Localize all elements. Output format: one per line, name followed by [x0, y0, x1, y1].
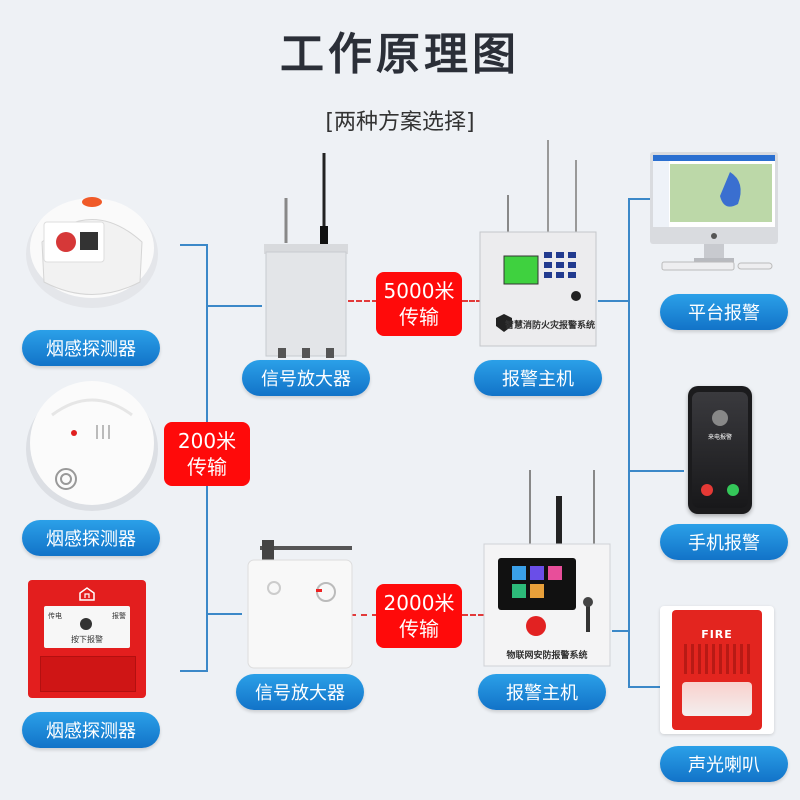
transmission-200-badge: 200米 传输 — [164, 422, 250, 486]
alarm-host-bottom — [483, 470, 611, 667]
connector-left-top — [180, 244, 208, 246]
transmission-5000-line2: 传输 — [399, 305, 439, 329]
phone-screen: 来电报警 — [692, 392, 748, 508]
detector-label-1: 烟感探测器 — [22, 330, 160, 366]
call-point-text-left: 传电 — [48, 612, 62, 620]
transmission-5000-line1: 5000米 — [383, 279, 455, 303]
smoke-detector-2 — [26, 381, 158, 511]
accept-call-button[interactable] — [727, 484, 739, 496]
alarm-host-bottom-panel-text: 物联网安防报警系统 — [506, 651, 588, 661]
mobile-phone: 来电报警 — [688, 386, 752, 514]
output-label-platform: 平台报警 — [660, 294, 788, 330]
connector-from-bottom-host — [612, 630, 630, 632]
detector-label-3: 烟感探测器 — [22, 712, 160, 748]
host-label-bottom: 报警主机 — [478, 674, 606, 710]
dash-top-right — [462, 300, 482, 302]
dash-bottom-right — [462, 614, 484, 616]
signal-amplifier-top — [264, 153, 348, 358]
call-point-button[interactable] — [80, 618, 92, 630]
siren-lens — [682, 682, 752, 716]
call-point-text-bottom: 按下报警 — [71, 635, 103, 644]
siren-device-text: FIRE — [701, 628, 733, 641]
connector-to-top-amp — [206, 305, 262, 307]
manual-call-point: 传电 报警 按下报警 — [28, 580, 146, 698]
fire-hand-icon — [79, 587, 95, 601]
transmission-5000-badge: 5000米 传输 — [376, 272, 462, 336]
connector-right-bottom — [628, 686, 662, 688]
smoke-detector-1 — [26, 197, 158, 308]
host-label-top: 报警主机 — [474, 360, 602, 396]
page-subtitle: [两种方案选择] — [325, 110, 475, 135]
transmission-200-line1: 200米 — [177, 429, 237, 453]
phone-screen-text: 来电报警 — [707, 434, 732, 441]
transmission-200-line2: 传输 — [187, 455, 227, 479]
connector-right-mid — [628, 470, 684, 472]
alarm-host-top — [479, 140, 597, 347]
call-point-text-right: 报警 — [112, 612, 126, 620]
page-title: 工作原理图 — [280, 29, 520, 80]
connector-left-bottom — [180, 670, 208, 672]
alarm-host-top-panel-text: 智慧消防火灾报警系统 — [505, 321, 596, 331]
connector-from-top-host — [598, 300, 630, 302]
decline-call-button[interactable] — [701, 484, 713, 496]
call-point-glass[interactable]: 传电 报警 按下报警 — [44, 606, 130, 648]
transmission-2000-badge: 2000米 传输 — [376, 584, 462, 648]
transmission-2000-line2: 传输 — [399, 617, 439, 641]
detector-label-2: 烟感探测器 — [22, 520, 160, 556]
output-label-siren: 声光喇叭 — [660, 746, 788, 782]
caller-avatar — [712, 410, 728, 426]
connector-to-bottom-amp — [206, 613, 242, 615]
strobe-siren: FIRE — [660, 606, 774, 734]
siren-body: FIRE — [672, 610, 762, 730]
siren-grille — [684, 644, 750, 674]
signal-amplifier-bottom — [247, 540, 353, 669]
connector-right-vertical — [628, 198, 630, 688]
connector-right-top — [628, 198, 650, 200]
output-label-phone: 手机报警 — [660, 524, 788, 560]
dash-bottom-left — [350, 614, 378, 616]
desktop-computer-icon — [650, 152, 778, 271]
call-point-lower-panel — [40, 656, 136, 692]
dash-top-left — [348, 300, 378, 302]
amplifier-label-top: 信号放大器 — [242, 360, 370, 396]
transmission-2000-line1: 2000米 — [383, 591, 455, 615]
amplifier-label-bottom: 信号放大器 — [236, 674, 364, 710]
